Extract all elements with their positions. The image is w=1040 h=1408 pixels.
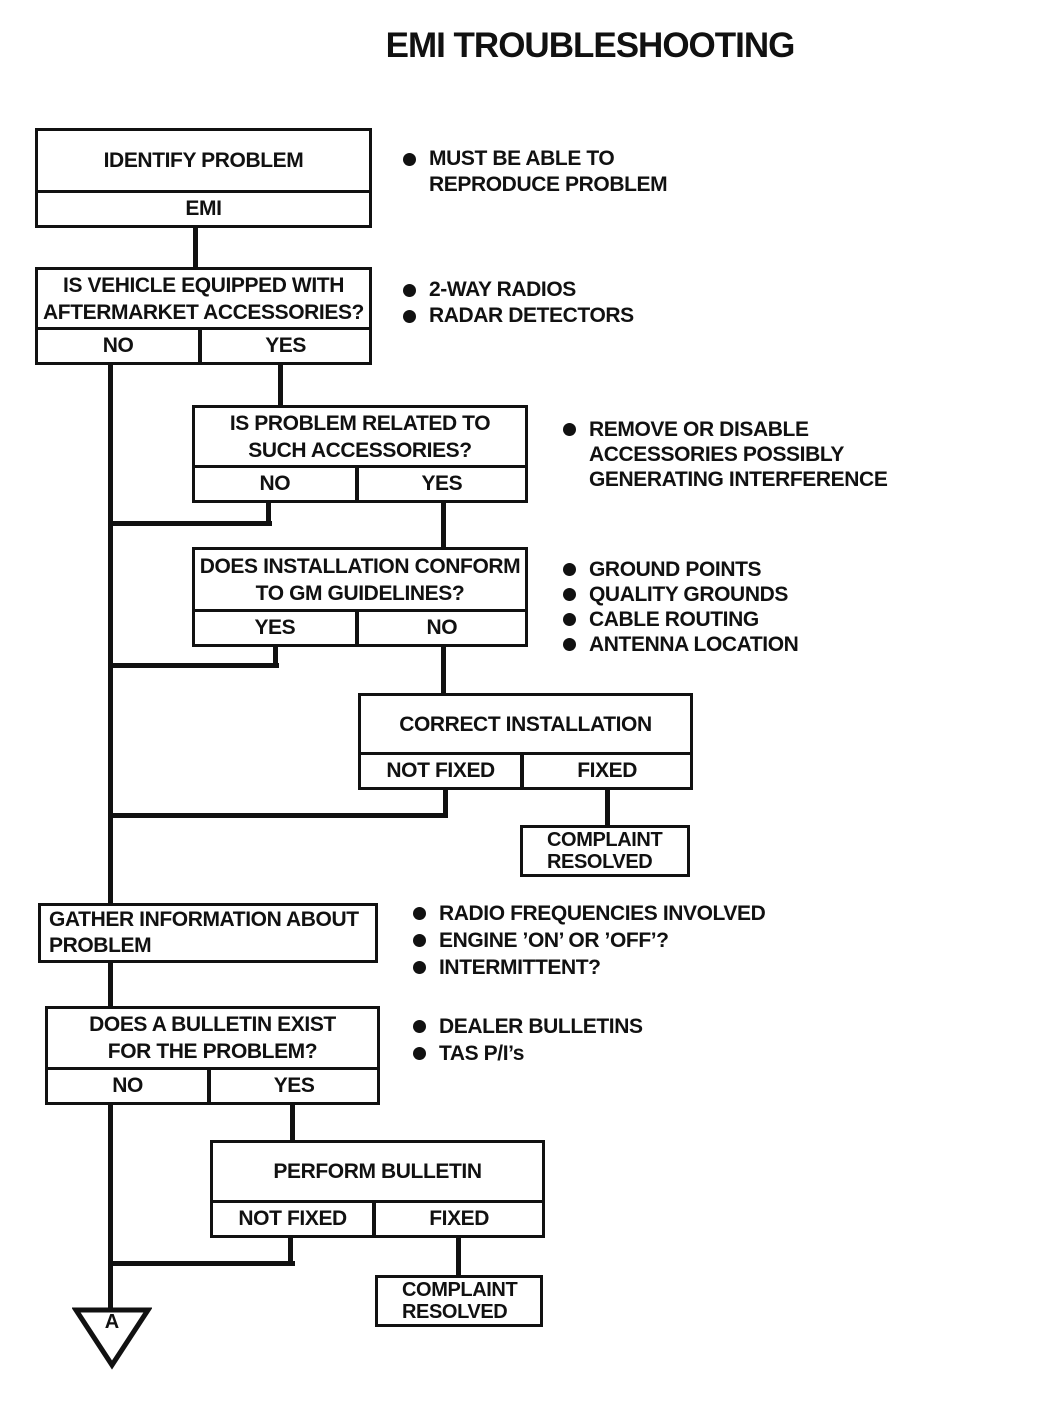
connector-line bbox=[266, 498, 271, 526]
bullet-icon bbox=[563, 638, 576, 651]
note-line: ACCESSORIES POSSIBLY bbox=[589, 442, 844, 466]
answer-yes: YES bbox=[198, 330, 369, 362]
node-title: COMPLAINT RESOLVED bbox=[547, 829, 663, 873]
node-vehicle-equipped: IS VEHICLE EQUIPPED WITH AFTERMARKET ACC… bbox=[35, 267, 372, 365]
node-answer-row: YES NO bbox=[195, 609, 525, 644]
page-title: EMI TROUBLESHOOTING bbox=[385, 26, 796, 65]
connector-line bbox=[288, 1233, 293, 1266]
bullet-icon bbox=[563, 588, 576, 601]
answer-no: NO bbox=[112, 1074, 143, 1097]
answer-not-fixed: NOT FIXED bbox=[238, 1207, 347, 1230]
note-line: REMOVE OR DISABLE bbox=[563, 417, 887, 442]
node-sub-row: EMI bbox=[38, 190, 369, 225]
note-line: RADAR DETECTORS bbox=[403, 303, 634, 329]
connector-line-main-spine bbox=[108, 358, 113, 908]
connector-line bbox=[108, 663, 279, 668]
node-problem-related: IS PROBLEM RELATED TO SUCH ACCESSORIES? … bbox=[192, 405, 528, 503]
bullet-icon bbox=[403, 152, 416, 166]
triangle-outline-icon bbox=[72, 1307, 152, 1370]
offpage-connector-triangle bbox=[72, 1307, 152, 1370]
node-title: DOES A BULLETIN EXIST FOR THE PROBLEM? bbox=[89, 1013, 336, 1063]
node-installation-conform: DOES INSTALLATION CONFORM TO GM GUIDELIN… bbox=[192, 547, 528, 647]
note-line: TAS P/I’s bbox=[413, 1040, 643, 1067]
connector-line bbox=[443, 785, 448, 818]
node-answer-row: NOT FIXED FIXED bbox=[213, 1200, 542, 1235]
node-answer-row: NOT FIXED FIXED bbox=[361, 752, 690, 787]
answer-no: NO bbox=[259, 472, 291, 495]
node-title: IDENTIFY PROBLEM bbox=[103, 149, 304, 172]
node-bulletin-exists: DOES A BULLETIN EXIST FOR THE PROBLEM? N… bbox=[45, 1006, 380, 1105]
bullet-icon bbox=[403, 309, 416, 323]
connector-line bbox=[108, 958, 113, 1010]
bullet-icon bbox=[413, 961, 426, 974]
bullet-icon bbox=[563, 563, 576, 576]
answer-no: NO bbox=[102, 334, 134, 357]
note-line: GENERATING INTERFERENCE bbox=[589, 467, 888, 491]
answer-yes: YES bbox=[354, 468, 525, 500]
connector-line bbox=[273, 642, 278, 668]
connector-line bbox=[108, 1261, 295, 1266]
note-line: QUALITY GROUNDS bbox=[563, 582, 798, 607]
node-answer-row: NO YES bbox=[195, 465, 525, 500]
note-line: DEALER BULLETINS bbox=[413, 1013, 643, 1040]
connector-line bbox=[456, 1233, 461, 1280]
note-identify: MUST BE ABLE TO REPRODUCE PROBLEM bbox=[403, 146, 668, 198]
connector-line bbox=[108, 813, 448, 818]
connector-line bbox=[441, 498, 446, 552]
note-gather: RADIO FREQUENCIES INVOLVED ENGINE ’ON’ O… bbox=[413, 900, 766, 981]
node-answer-row: NO YES bbox=[48, 1067, 377, 1102]
answer-fixed: FIXED bbox=[372, 1203, 542, 1235]
answer-no: NO bbox=[354, 612, 525, 644]
note-line: CABLE ROUTING bbox=[563, 607, 798, 632]
connector-line-lower-spine bbox=[108, 1100, 113, 1311]
connector-line bbox=[278, 358, 283, 410]
node-complaint-resolved-2: COMPLAINT RESOLVED bbox=[375, 1275, 543, 1327]
bullet-icon bbox=[413, 907, 426, 920]
connector-line bbox=[290, 1100, 295, 1145]
note-related: REMOVE OR DISABLE ACCESSORIES POSSIBLY G… bbox=[563, 417, 888, 492]
node-identify-problem: IDENTIFY PROBLEM EMI bbox=[35, 128, 372, 228]
bullet-icon bbox=[563, 423, 576, 436]
note-line: 2-WAY RADIOS bbox=[403, 277, 634, 303]
node-correct-installation: CORRECT INSTALLATION NOT FIXED FIXED bbox=[358, 693, 693, 790]
note-vehicle: 2-WAY RADIOS RADAR DETECTORS bbox=[403, 277, 634, 329]
node-title: DOES INSTALLATION CONFORM TO GM GUIDELIN… bbox=[199, 554, 521, 605]
connector-line bbox=[108, 521, 272, 526]
note-conform: GROUND POINTS QUALITY GROUNDS CABLE ROUT… bbox=[563, 557, 799, 657]
node-perform-bulletin: PERFORM BULLETIN NOT FIXED FIXED bbox=[210, 1140, 545, 1238]
offpage-connector-label: A bbox=[104, 1311, 120, 1333]
note-line: REPRODUCE PROBLEM bbox=[429, 173, 668, 196]
note-line: INTERMITTENT? bbox=[413, 954, 765, 981]
node-complaint-resolved-1: COMPLAINT RESOLVED bbox=[520, 825, 690, 877]
connector-line bbox=[193, 220, 198, 272]
node-title: PERFORM BULLETIN bbox=[273, 1160, 482, 1183]
bullet-icon bbox=[403, 283, 416, 297]
bullet-icon bbox=[413, 934, 426, 947]
emi-label: EMI bbox=[185, 197, 222, 220]
connector-line bbox=[605, 785, 610, 830]
note-line: ANTENNA LOCATION bbox=[563, 632, 799, 657]
answer-not-fixed: NOT FIXED bbox=[386, 759, 495, 782]
note-line: ENGINE ’ON’ OR ’OFF’? bbox=[413, 927, 765, 954]
bullet-icon bbox=[413, 1047, 426, 1060]
answer-yes: YES bbox=[207, 1070, 377, 1102]
note-bulletin: DEALER BULLETINS TAS P/I’s bbox=[413, 1013, 643, 1067]
node-title: IS PROBLEM RELATED TO SUCH ACCESSORIES? bbox=[229, 411, 491, 462]
note-line: MUST BE ABLE TO bbox=[403, 146, 667, 172]
node-title: COMPLAINT RESOLVED bbox=[402, 1279, 518, 1323]
answer-yes: YES bbox=[254, 616, 296, 639]
note-line: RADIO FREQUENCIES INVOLVED bbox=[413, 900, 766, 927]
node-title: IS VEHICLE EQUIPPED WITH AFTERMARKET ACC… bbox=[43, 273, 364, 324]
node-title: CORRECT INSTALLATION bbox=[399, 712, 652, 736]
node-gather-information: GATHER INFORMATION ABOUT PROBLEM bbox=[38, 903, 378, 963]
node-answer-row: NO YES bbox=[38, 327, 369, 362]
answer-fixed: FIXED bbox=[520, 755, 690, 787]
bullet-icon bbox=[413, 1020, 426, 1033]
bullet-icon bbox=[563, 613, 576, 626]
connector-line bbox=[441, 642, 446, 698]
node-title: GATHER INFORMATION ABOUT PROBLEM bbox=[49, 908, 359, 957]
note-line: GROUND POINTS bbox=[563, 557, 798, 582]
